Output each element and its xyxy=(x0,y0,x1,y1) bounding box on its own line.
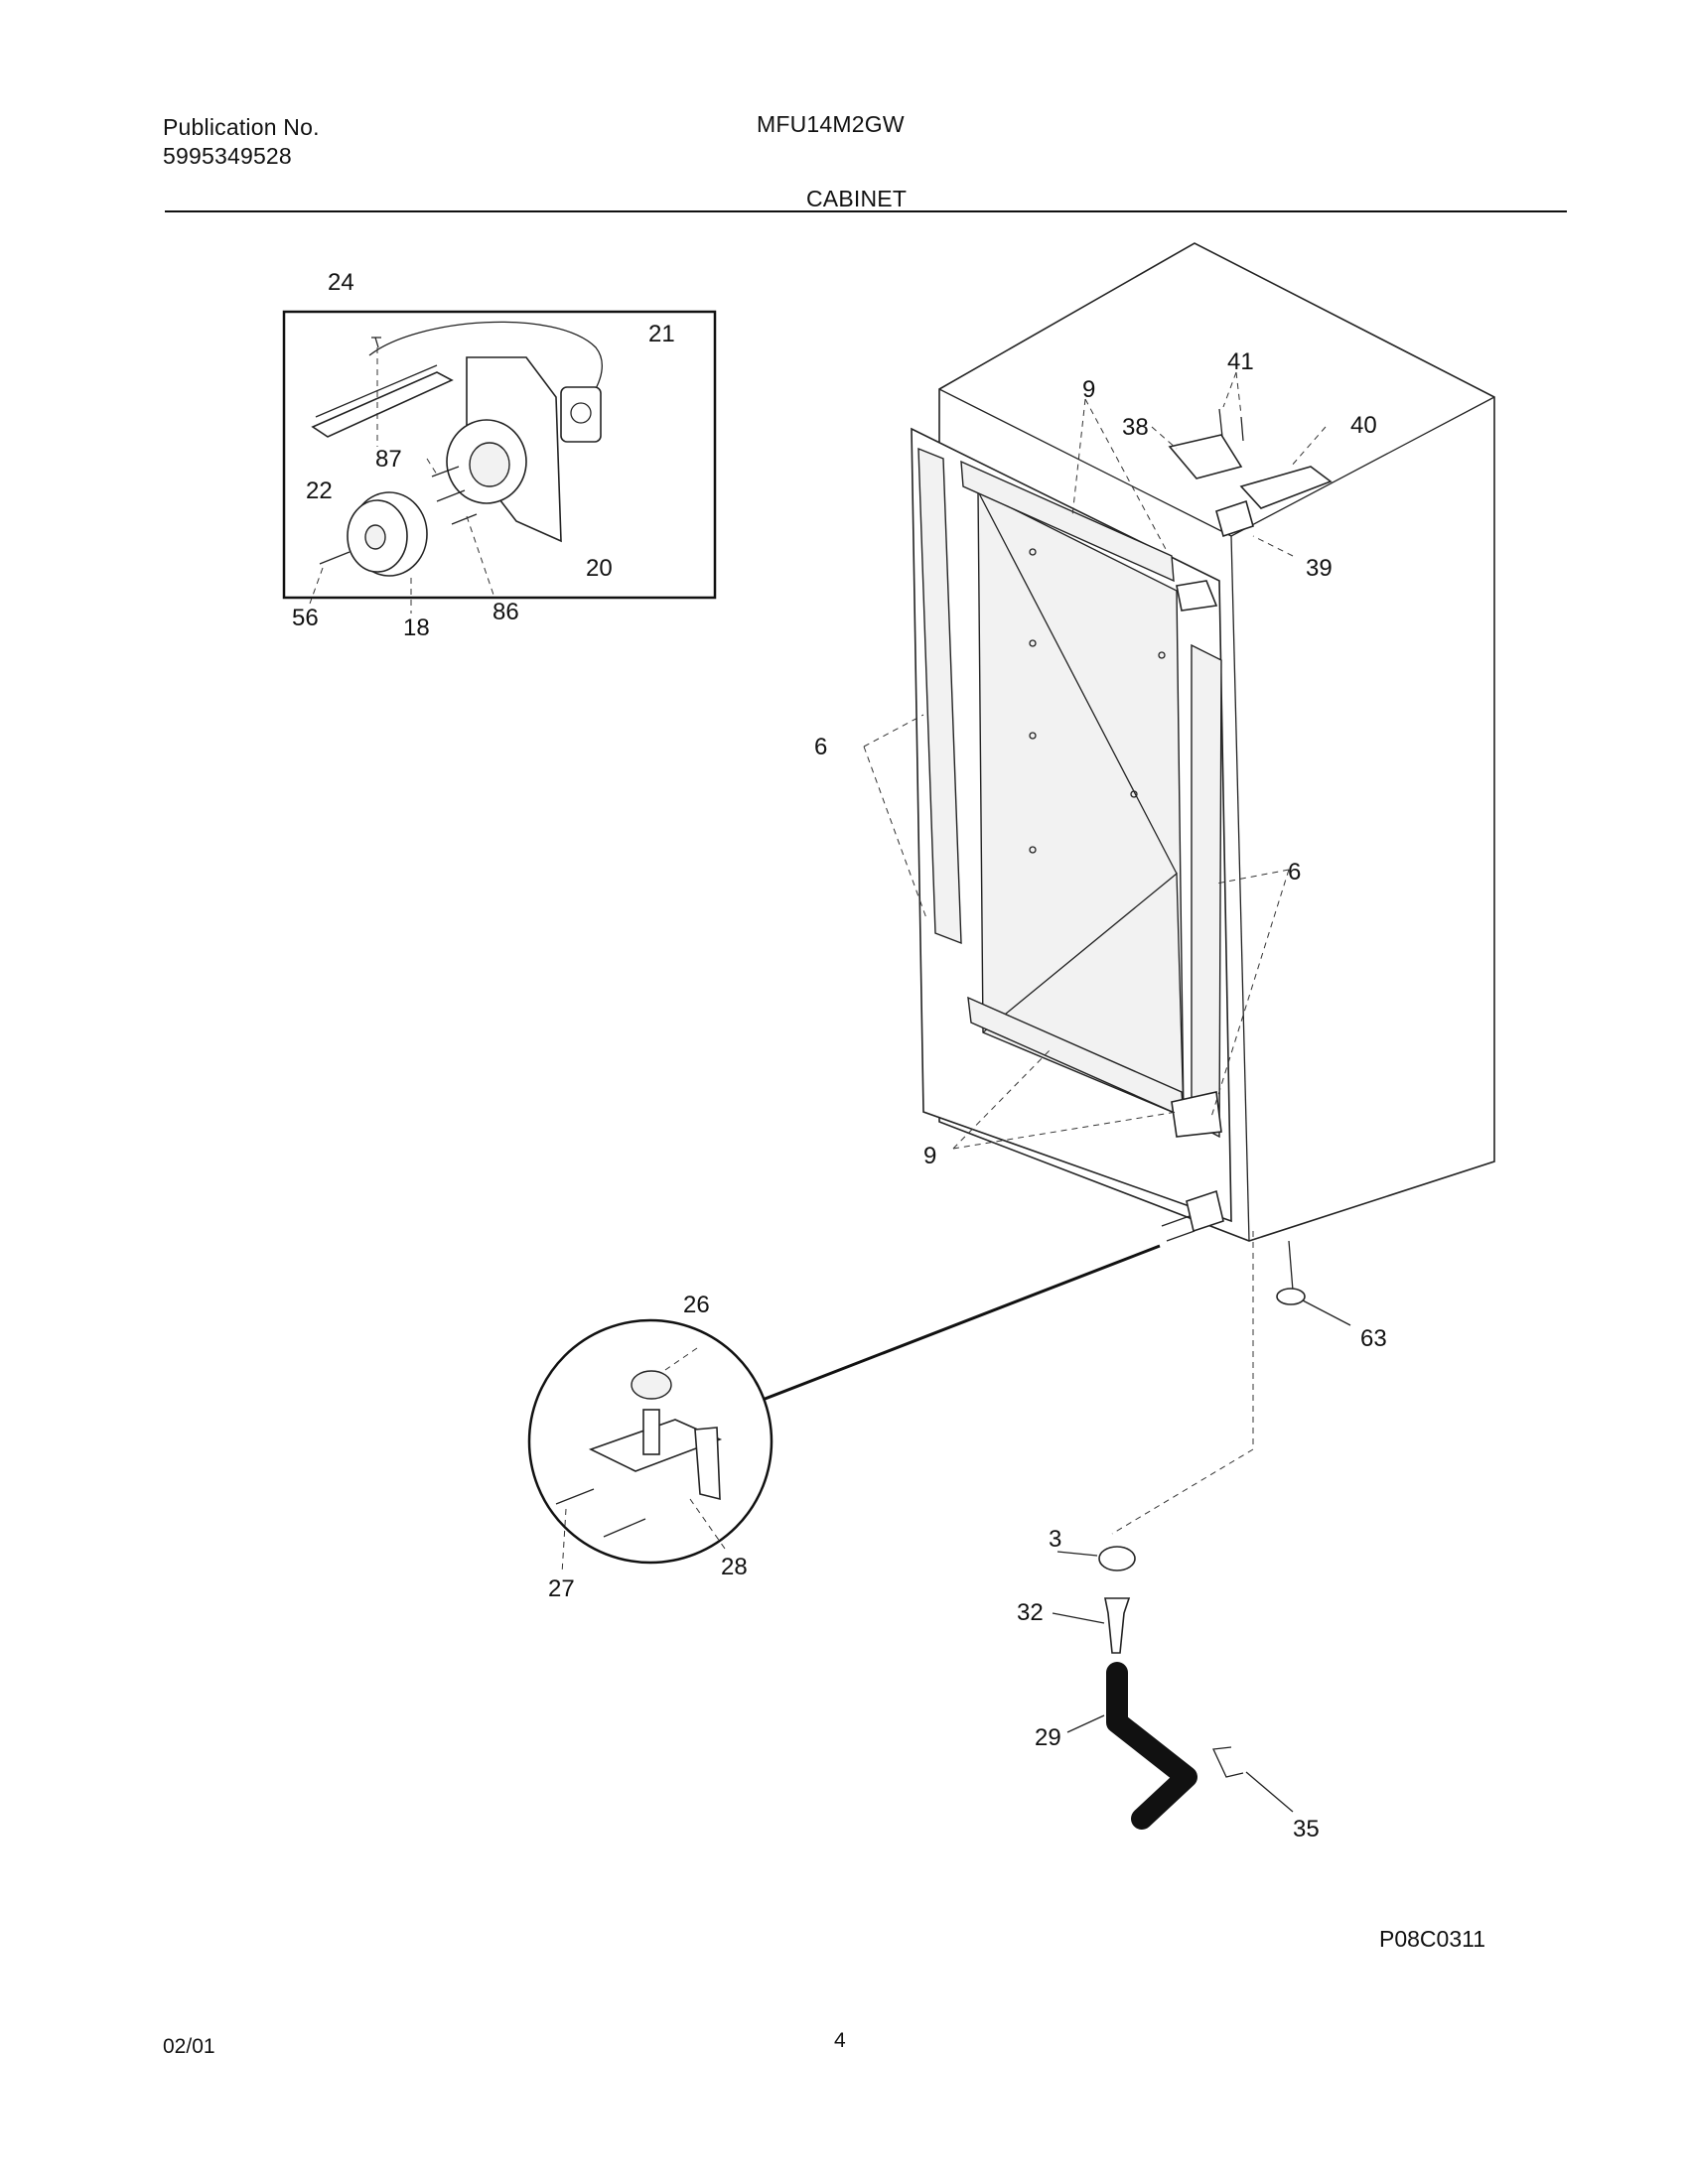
cabinet-body xyxy=(911,242,1495,1242)
callout-40: 40 xyxy=(1350,412,1377,439)
publication-date: 02/01 xyxy=(163,2035,215,2058)
callout-21: 21 xyxy=(648,321,675,347)
callout-9-top: 9 xyxy=(1082,376,1095,403)
callout-41: 41 xyxy=(1227,348,1254,375)
model-number: MFU14M2GW xyxy=(757,111,905,137)
part-callouts: 24 21 87 22 20 56 18 86 9 41 38 40 39 6 … xyxy=(292,269,1387,1843)
control-assembly-inset xyxy=(282,310,717,614)
callout-63: 63 xyxy=(1360,1325,1387,1352)
callout-56: 56 xyxy=(292,605,319,631)
callout-20: 20 xyxy=(586,555,613,582)
callout-32: 32 xyxy=(1017,1599,1044,1626)
callout-35: 35 xyxy=(1293,1816,1320,1843)
callout-6-left: 6 xyxy=(814,734,827,760)
publication-number: 5995349528 xyxy=(163,143,292,169)
leveling-leg xyxy=(1276,1240,1351,1326)
callout-26: 26 xyxy=(683,1292,710,1318)
callout-6-right: 6 xyxy=(1288,859,1301,886)
callout-24: 24 xyxy=(328,269,354,296)
callout-29: 29 xyxy=(1035,1724,1061,1751)
callout-87: 87 xyxy=(375,446,402,473)
callout-38: 38 xyxy=(1122,414,1149,441)
callout-9-bottom: 9 xyxy=(923,1143,936,1169)
page-number: 4 xyxy=(834,2029,846,2052)
callout-27: 27 xyxy=(548,1575,575,1602)
callout-86: 86 xyxy=(492,599,519,625)
section-title: CABINET xyxy=(806,186,908,211)
drain-parts xyxy=(1052,1546,1294,1830)
header-rule xyxy=(165,210,1567,212)
callout-18: 18 xyxy=(403,614,430,641)
hinge-detail xyxy=(527,1244,1161,1574)
callout-22: 22 xyxy=(306,478,333,504)
publication-label: Publication No. xyxy=(163,114,320,140)
callout-28: 28 xyxy=(721,1554,748,1580)
callout-39: 39 xyxy=(1306,555,1333,582)
callout-3: 3 xyxy=(1049,1526,1061,1553)
leader-lines xyxy=(863,371,1327,1535)
diagram-code: P08C0311 xyxy=(1379,1926,1485,1952)
